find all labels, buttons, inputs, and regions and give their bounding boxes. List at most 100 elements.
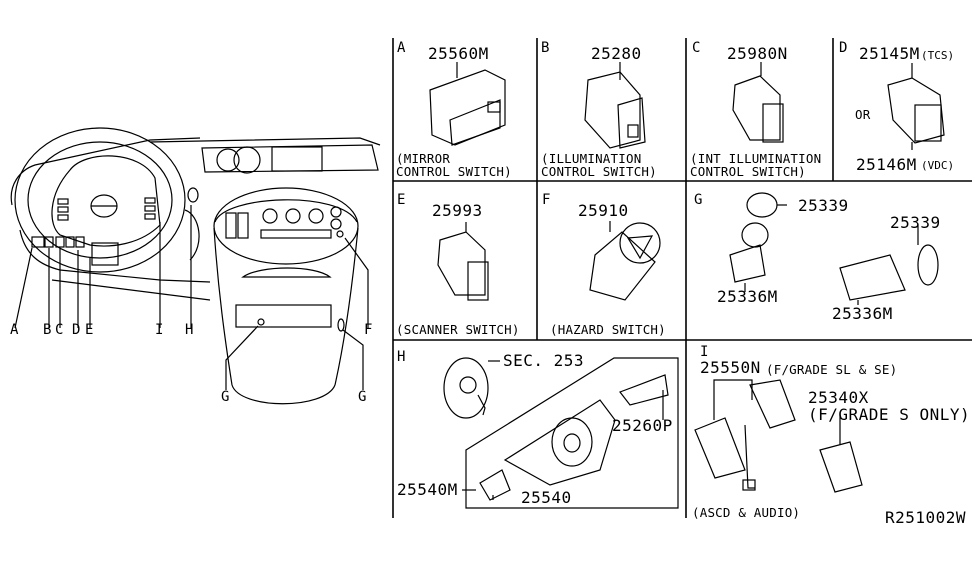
part-number-25280[interactable]: 25280 xyxy=(591,44,642,63)
spoke-switch xyxy=(57,198,69,205)
panel-a-letter: A xyxy=(397,40,406,56)
spoke-switch xyxy=(57,206,69,213)
vdc-note: (VDC) xyxy=(921,159,955,172)
part-number-25910[interactable]: 25910 xyxy=(578,201,629,220)
diagram-reference-code: R251002W xyxy=(885,508,967,527)
console-bottom xyxy=(231,384,336,405)
tcs-vdc-switch-drawing xyxy=(887,63,945,150)
part-number-25146m[interactable]: 25146M xyxy=(856,155,917,174)
audio-slot xyxy=(260,229,332,239)
spoke-switch xyxy=(144,197,156,204)
panel-f-caption: (HAZARD SWITCH) xyxy=(550,322,666,337)
hvac-knob xyxy=(262,208,278,224)
steering-wheel-outer xyxy=(14,127,186,273)
part-number-25260p[interactable]: 25260P xyxy=(612,416,673,435)
panel-b-letter: B xyxy=(541,40,550,56)
panel-c-caption-line1: (INT ILLUMINATION xyxy=(690,151,822,166)
vent-slot xyxy=(225,212,237,239)
switch-a xyxy=(31,236,45,248)
leader-g2 xyxy=(342,329,364,390)
part-number-25993[interactable]: 25993 xyxy=(432,201,483,220)
vent-slot xyxy=(237,212,249,239)
panel-b-caption-line1: (ILLUMINATION xyxy=(541,151,642,166)
console-top xyxy=(214,199,358,223)
callout-g-center: G xyxy=(221,389,230,405)
hvac-knob xyxy=(308,208,324,224)
callout-c: C xyxy=(55,322,64,338)
panel-a-caption-line2: CONTROL SWITCH) xyxy=(396,164,512,179)
panel-a-caption-line1: (MIRROR xyxy=(396,151,451,166)
dash-top-edge xyxy=(149,137,381,146)
or-label: OR xyxy=(855,107,871,122)
part-number-25550n[interactable]: 25550N xyxy=(700,358,761,377)
hazard-switch-drawing xyxy=(589,221,661,301)
leader-a xyxy=(14,247,33,329)
callout-b: B xyxy=(43,322,52,338)
cluster-display xyxy=(271,146,323,172)
cluster-gauge-2 xyxy=(233,146,261,174)
switch-e xyxy=(75,236,85,248)
part-number-25145m[interactable]: 25145M xyxy=(859,44,920,63)
hvac-button xyxy=(330,206,342,218)
switch-d xyxy=(65,236,75,248)
panel-e-caption: (SCANNER SWITCH) xyxy=(396,322,520,337)
callout-i: I xyxy=(155,322,164,338)
hazard-switch-location-icon xyxy=(336,230,344,238)
spoke-switch xyxy=(57,214,69,221)
part-number-25540[interactable]: 25540 xyxy=(521,488,572,507)
cluster-housing xyxy=(201,144,379,173)
part-number-25560m[interactable]: 25560M xyxy=(428,44,489,63)
panel-f-letter: F xyxy=(542,192,551,208)
part-number-25336m-left[interactable]: 25336M xyxy=(717,287,778,306)
callout-f: F xyxy=(364,322,373,338)
illumination-control-switch-drawing xyxy=(584,62,646,149)
tcs-note: (TCS) xyxy=(921,49,955,62)
mirror-control-switch-drawing xyxy=(429,62,506,146)
switch-c xyxy=(55,236,65,248)
console-tray xyxy=(235,304,332,328)
panel-i-letter: I xyxy=(700,344,709,360)
callout-g-side: G xyxy=(358,389,367,405)
callout-e: E xyxy=(85,322,94,338)
console-side-left xyxy=(213,227,233,386)
panel-h-letter: H xyxy=(397,349,406,365)
part-number-25339-ring[interactable]: 25339 xyxy=(890,213,941,232)
console-face xyxy=(213,187,359,265)
part-number-25339-cap[interactable]: 25339 xyxy=(798,196,849,215)
section-ref-sec-253[interactable]: SEC. 253 xyxy=(503,351,585,370)
hvac-button xyxy=(330,218,342,230)
scanner-switch-drawing xyxy=(437,222,489,301)
leader-g1 xyxy=(225,325,259,390)
part-number-25336m-right[interactable]: 25336M xyxy=(832,304,893,323)
steering-column xyxy=(91,242,119,266)
dashboard-overview-illustration xyxy=(10,127,381,405)
leader-f xyxy=(344,237,369,328)
part-number-25980n[interactable]: 25980N xyxy=(727,44,788,63)
callout-d: D xyxy=(72,322,81,338)
steering-switches-drawing xyxy=(694,379,863,493)
callout-h: H xyxy=(185,322,194,338)
combination-switch-drawing xyxy=(443,357,679,509)
part-number-25340x[interactable]: 25340X xyxy=(808,388,869,407)
spoke-switch xyxy=(144,213,156,220)
power-outlet-location-icon xyxy=(257,318,265,326)
panel-d-letter: D xyxy=(839,40,848,56)
panel-g-letter: G xyxy=(694,192,703,208)
switch-b xyxy=(44,236,54,248)
panel-e-letter: E xyxy=(397,192,406,208)
cupholder-lid xyxy=(241,267,332,278)
grade-sl-se-note: (F/GRADE SL & SE) xyxy=(766,362,898,377)
console-side-right xyxy=(334,227,359,386)
part-number-25540m[interactable]: 25540M xyxy=(397,480,458,499)
power-outlet-drawing xyxy=(729,192,939,305)
spoke-switch xyxy=(144,205,156,212)
grade-s-only-note: (F/GRADE S ONLY) xyxy=(808,405,971,424)
steering-wheel-inner xyxy=(27,141,173,259)
wiper-lever-knob xyxy=(187,187,199,203)
callout-a: A xyxy=(10,322,19,338)
cluster-gauge-1 xyxy=(216,148,240,172)
int-illumination-switch-drawing xyxy=(732,62,784,143)
panel-b-caption-line2: CONTROL SWITCH) xyxy=(541,164,657,179)
